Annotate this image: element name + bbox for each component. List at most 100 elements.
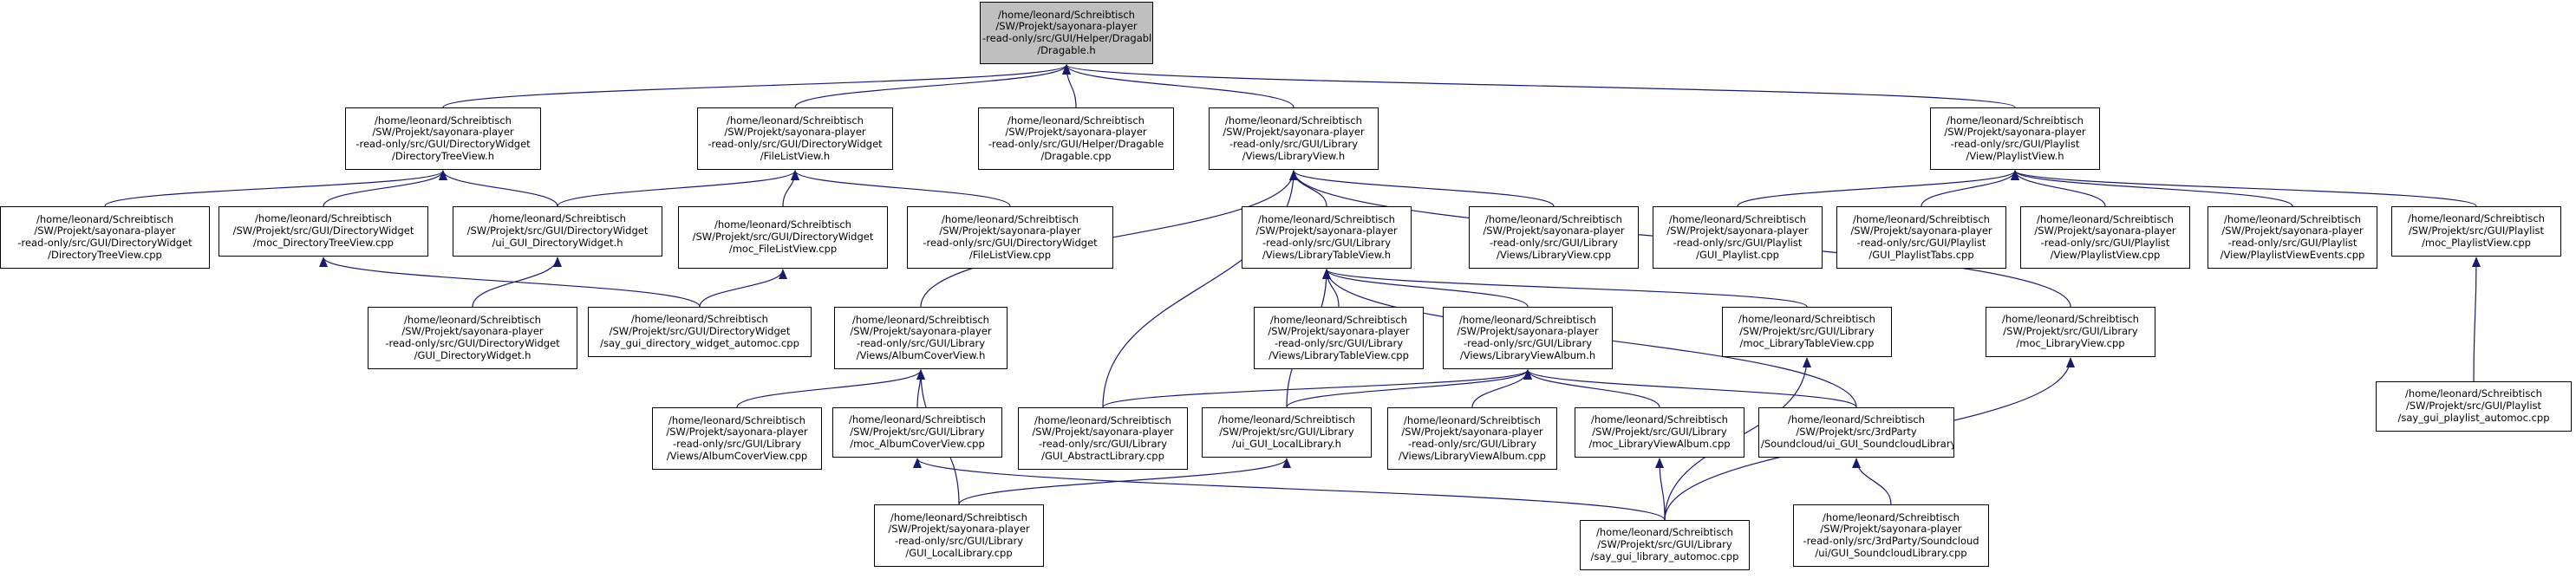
node-ui-gui-soundcloudlibrary-h[interactable]: /home/leonard/Schreibtisch/SW/Projekt/sr… xyxy=(1758,407,1954,458)
node-text-line: -read-only/src/GUI/Library xyxy=(1038,438,1168,450)
node-text-line: /ui_GUI_LocalLibrary.h xyxy=(1232,437,1341,450)
node-text-line: /SW/Projekt/sayonara-player xyxy=(850,325,992,338)
node-text-line: /SW/Projekt/sayonara-player xyxy=(1268,325,1410,338)
node-text-line: /ui/GUI_SoundcloudLibrary.cpp xyxy=(1815,546,1967,559)
node-gui-abstractlibrary-cpp[interactable]: /home/leonard/Schreibtisch/SW/Projekt/sa… xyxy=(1018,407,1188,470)
node-text-line: /SW/Projekt/src/GUI/DirectoryWidget xyxy=(466,224,649,237)
node-text-line: /home/leonard/Schreibtisch xyxy=(2002,313,2139,326)
node-text-line: /home/leonard/Schreibtisch xyxy=(1034,413,1171,426)
edge-moc_libraryviewalbum-to-libraryviewalbum_h xyxy=(1523,369,1660,408)
node-albumcoverview-cpp[interactable]: /home/leonard/Schreibtisch/SW/Projekt/sa… xyxy=(652,407,822,470)
edge-albumcoverview_cpp-to-albumcoverview_h xyxy=(736,369,925,408)
node-libraryview-h[interactable]: /home/leonard/Schreibtisch/SW/Projekt/sa… xyxy=(1209,107,1379,170)
edge-ui_gui_locallibrary_h-to-libraryviewalbum_h xyxy=(1286,369,1532,408)
node-text-line: /SW/Projekt/src/GUI/DirectoryWidget xyxy=(692,231,874,244)
node-text-line: /home/leonard/Schreibtisch xyxy=(2224,212,2361,225)
node-text-line: -read-only/src/GUI/DirectoryWidget xyxy=(708,138,883,150)
node-text-line: -read-only/src/GUI/Library xyxy=(1262,237,1392,249)
node-gui-playlisttabs-cpp[interactable]: /home/leonard/Schreibtisch/SW/Projekt/sa… xyxy=(1836,206,2006,269)
node-libraryviewalbum-h[interactable]: /home/leonard/Schreibtisch/SW/Projekt/sa… xyxy=(1443,307,1613,369)
node-gui-soundcloudlibrary-cpp[interactable]: /home/leonard/Schreibtisch/SW/Projekt/sa… xyxy=(1793,504,1989,567)
node-say-gui-playlist-automoc-cpp[interactable]: /home/leonard/Schreibtisch/SW/Projekt/sr… xyxy=(2376,381,2572,432)
node-moc-playlistview-cpp[interactable]: /home/leonard/Schreibtisch/SW/Projekt/sr… xyxy=(2391,206,2561,257)
node-text-line: /home/leonard/Schreibtisch xyxy=(36,212,173,225)
node-dragable-h[interactable]: /home/leonard/Schreibtisch/SW/Projekt/sa… xyxy=(980,2,1153,64)
node-text-line: /SW/Projekt/sayonara-player xyxy=(1666,224,1809,237)
node-playlistviewevents-cpp[interactable]: /home/leonard/Schreibtisch/SW/Projekt/sa… xyxy=(2208,206,2377,269)
node-ui-gui-locallibrary-h[interactable]: /home/leonard/Schreibtisch/SW/Projekt/sr… xyxy=(1202,407,1372,458)
edge-say_gui_directory_widget_automoc-to-moc_directorytreeview xyxy=(319,257,701,308)
node-moc-librarytableview-cpp[interactable]: /home/leonard/Schreibtisch/SW/Projekt/sr… xyxy=(1722,307,1892,357)
edge-say_gui_directory_widget_automoc-to-moc_filelistview xyxy=(699,269,787,308)
node-text-line: -read-only/src/GUI/Library xyxy=(1407,438,1537,450)
node-text-line: /SW/Projekt/src/GUI/Playlist xyxy=(2405,400,2542,413)
node-dragable-cpp[interactable]: /home/leonard/Schreibtisch/SW/Projekt/sa… xyxy=(978,107,1174,170)
node-text-line: -read-only/src/GUI/Playlist xyxy=(2227,237,2358,249)
node-text-line: -read-only/src/GUI/Library xyxy=(1274,337,1404,349)
node-say-gui-library-automoc-cpp[interactable]: /home/leonard/Schreibtisch/SW/Projekt/sr… xyxy=(1580,520,1750,570)
node-filelistview-cpp[interactable]: /home/leonard/Schreibtisch/SW/Projekt/sa… xyxy=(907,206,1113,269)
node-text-line: /FileListView.cpp xyxy=(968,248,1052,261)
node-gui-directorywidget-h[interactable]: /home/leonard/Schreibtisch/SW/Projekt/sa… xyxy=(368,307,577,369)
node-text-line: -read-only/src/GUI/Library xyxy=(856,337,986,349)
node-gui-locallibrary-cpp[interactable]: /home/leonard/Schreibtisch/SW/Projekt/sa… xyxy=(874,504,1044,567)
node-text-line: /home/leonard/Schreibtisch xyxy=(1947,114,2084,127)
node-text-line: /moc_LibraryView.cpp xyxy=(2016,336,2125,349)
node-librarytableview-h[interactable]: /home/leonard/Schreibtisch/SW/Projekt/sa… xyxy=(1242,206,1412,269)
edge-gui_soundcloudlibrary_cpp-to-ui_gui_soundcloudlibrary_h xyxy=(1852,458,1892,505)
node-text-line: /home/leonard/Schreibtisch xyxy=(255,212,392,225)
node-text-line: /SW/Projekt/src/GUI/Library xyxy=(2003,325,2138,338)
node-text-line: -read-only/src/GUI/Helper/Dragable xyxy=(988,138,1164,150)
node-moc-libraryview-cpp[interactable]: /home/leonard/Schreibtisch/SW/Projekt/sr… xyxy=(1986,307,2155,357)
node-text-line: /SW/Projekt/sayonara-player xyxy=(939,224,1081,237)
node-text-line: /Soundcloud/ui_GUI_SoundcloudLibrary.h xyxy=(1761,437,1954,450)
node-text-line: /SW/Projekt/sayonara-player xyxy=(401,325,544,338)
node-text-line: /home/leonard/Schreibtisch xyxy=(1596,526,1733,539)
edge-libraryviewalbum_h-to-librarytableview_h xyxy=(1322,269,1529,308)
node-librarytableview-cpp[interactable]: /home/leonard/Schreibtisch/SW/Projekt/sa… xyxy=(1254,307,1424,369)
node-libraryviewalbum-cpp[interactable]: /home/leonard/Schreibtisch/SW/Projekt/sa… xyxy=(1387,407,1557,470)
node-directorytreeview-cpp[interactable]: /home/leonard/Schreibtisch/SW/Projekt/sa… xyxy=(0,206,210,269)
node-playlistview-h[interactable]: /home/leonard/Schreibtisch/SW/Projekt/sa… xyxy=(1930,107,2100,170)
node-albumcoverview-h[interactable]: /home/leonard/Schreibtisch/SW/Projekt/sa… xyxy=(834,307,1008,369)
node-libraryview-cpp[interactable]: /home/leonard/Schreibtisch/SW/Projekt/sa… xyxy=(1469,206,1639,269)
node-text-line: /moc_DirectoryTreeView.cpp xyxy=(253,236,394,249)
node-text-line: /SW/Projekt/src/GUI/Playlist xyxy=(2408,224,2545,237)
node-text-line: /home/leonard/Schreibtisch xyxy=(2037,212,2174,225)
node-text-line: /home/leonard/Schreibtisch xyxy=(2408,212,2545,225)
node-filelistview-h[interactable]: /home/leonard/Schreibtisch/SW/Projekt/sa… xyxy=(697,107,893,170)
node-text-line: /home/leonard/Schreibtisch xyxy=(375,114,512,127)
node-playlistview-cpp[interactable]: /home/leonard/Schreibtisch/SW/Projekt/sa… xyxy=(2020,206,2190,269)
edge-say_gui_playlist_automoc-to-moc_playlistview xyxy=(2471,257,2481,382)
node-text-line: /Views/LibraryViewAlbum.h xyxy=(1459,348,1596,361)
edge-moc_playlistview-to-playlistview_h xyxy=(2011,170,2477,207)
node-text-line: /SW/Projekt/sayonara-player xyxy=(1032,426,1174,439)
node-text-line: /home/leonard/Schreibtisch xyxy=(714,218,851,231)
node-say-gui-directory-widget-automoc-cpp[interactable]: /home/leonard/Schreibtisch/SW/Projekt/sr… xyxy=(588,307,812,357)
node-text-line: -read-only/src/GUI/Library xyxy=(1229,138,1359,150)
node-text-line: /moc_FileListView.cpp xyxy=(728,242,838,255)
node-moc-directorytreeview-cpp[interactable]: /home/leonard/Schreibtisch/SW/Projekt/sr… xyxy=(218,206,428,257)
node-moc-filelistview-cpp[interactable]: /home/leonard/Schreibtisch/SW/Projekt/sr… xyxy=(678,206,888,269)
node-text-line: /SW/Projekt/sayonara-player xyxy=(34,224,176,237)
node-text-line: -read-only/src/3rdParty/Soundcloud xyxy=(1803,535,1979,547)
node-directorytreeview-h[interactable]: /home/leonard/Schreibtisch/SW/Projekt/sa… xyxy=(345,107,541,170)
node-text-line: /home/leonard/Schreibtisch xyxy=(2405,387,2542,400)
node-moc-albumcoverview-cpp[interactable]: /home/leonard/Schreibtisch/SW/Projekt/sr… xyxy=(832,407,1002,458)
node-text-line: /SW/Projekt/sayonara-player xyxy=(724,126,866,139)
node-text-line: /SW/Projekt/sayonara-player xyxy=(1005,126,1147,139)
node-gui-playlist-cpp[interactable]: /home/leonard/Schreibtisch/SW/Projekt/sa… xyxy=(1653,206,1823,269)
node-text-line: /home/leonard/Schreibtisch xyxy=(1225,114,1362,127)
node-text-line: /home/leonard/Schreibtisch xyxy=(1853,212,1990,225)
edge-ui_gui_soundcloudlibrary_h-to-libraryviewalbum_h xyxy=(1523,369,1857,408)
node-text-line: /Views/LibraryTableView.cpp xyxy=(1268,348,1409,361)
node-text-line: /SW/Projekt/src/GUI/DirectoryWidget xyxy=(232,224,414,237)
node-text-line: /home/leonard/Schreibtisch xyxy=(727,114,864,127)
edge-ui_gui_directorywidget_h-to-filelistview_h xyxy=(557,170,799,207)
node-ui-gui-directorywidget-h[interactable]: /home/leonard/Schreibtisch/SW/Projekt/sr… xyxy=(453,206,662,257)
node-text-line: /say_gui_directory_widget_automoc.cpp xyxy=(600,336,799,349)
edge-gui_abstractlibrary_cpp-to-libraryviewalbum_h xyxy=(1102,369,1532,408)
node-moc-libraryviewalbum-cpp[interactable]: /home/leonard/Schreibtisch/SW/Projekt/sr… xyxy=(1575,407,1745,458)
node-text-line: /home/leonard/Schreibtisch xyxy=(1258,212,1395,225)
